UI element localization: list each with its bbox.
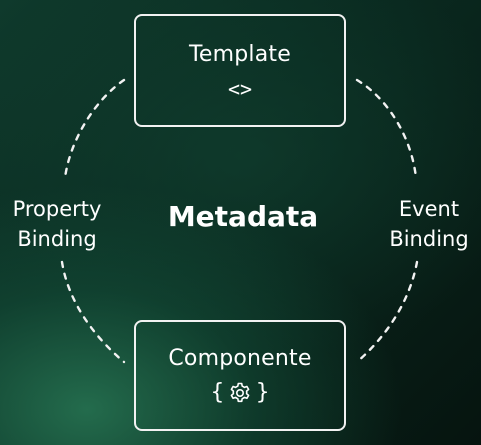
event-binding-label: Event Binding xyxy=(377,194,481,254)
property-binding-line2: Binding xyxy=(17,227,97,251)
template-box: Template <> xyxy=(134,14,346,127)
open-brace: { xyxy=(210,379,224,405)
arc-top-left xyxy=(63,78,126,180)
angle-brackets-icon: <> xyxy=(227,76,253,101)
arc-top-right xyxy=(355,78,418,180)
template-title: Template xyxy=(189,41,291,67)
event-binding-line1: Event xyxy=(398,197,460,221)
component-icon-row: { } xyxy=(211,379,270,407)
close-brace: } xyxy=(256,379,270,405)
arc-bottom-right xyxy=(355,260,419,364)
component-box: Componente { } xyxy=(134,320,346,431)
arc-bottom-left xyxy=(60,260,126,364)
property-binding-line1: Property xyxy=(12,197,102,221)
metadata-title: Metadata xyxy=(167,200,319,233)
property-binding-label: Property Binding xyxy=(0,194,114,254)
event-binding-line2: Binding xyxy=(389,227,469,251)
gear-icon xyxy=(230,382,250,402)
component-title: Componente xyxy=(168,345,312,371)
